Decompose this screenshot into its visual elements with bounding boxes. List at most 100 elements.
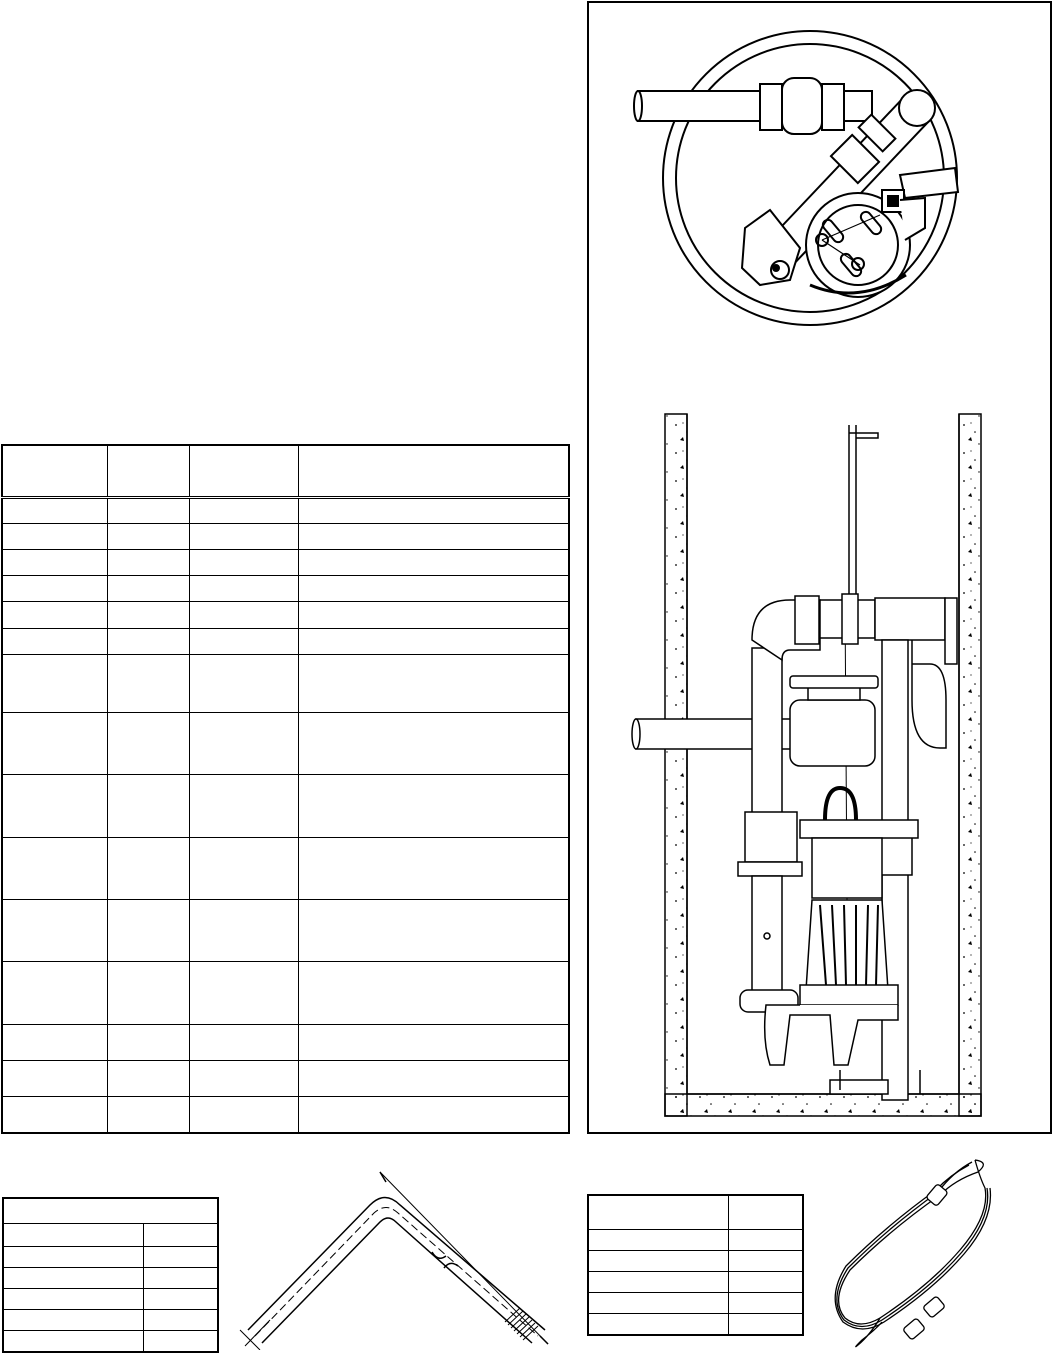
table-cell [2, 496, 108, 524]
table-cell [189, 653, 299, 713]
table-cell [189, 627, 299, 655]
parts-table [1, 444, 570, 1134]
table-row [3, 1330, 218, 1352]
column-header [107, 445, 190, 499]
column-header [588, 1195, 729, 1229]
table-row [588, 1312, 803, 1335]
table-cell [298, 836, 569, 900]
table-cell [588, 1228, 729, 1250]
table-cell [2, 522, 108, 550]
table-cell [189, 601, 299, 628]
table-cell [298, 549, 569, 576]
table-row [3, 1309, 218, 1331]
table-cell [189, 899, 299, 962]
table-cell [2, 653, 108, 713]
table-cell [107, 627, 190, 655]
table-row [2, 774, 569, 838]
table-cell [107, 522, 190, 550]
table-cell [107, 1096, 190, 1133]
table-cell [298, 627, 569, 655]
table-cell [728, 1249, 803, 1271]
table-cell [143, 1288, 218, 1310]
column-header [189, 445, 299, 499]
column-header [728, 1195, 803, 1229]
table-cell [298, 1059, 569, 1097]
table-cell [107, 1059, 190, 1097]
table-cell [2, 601, 108, 628]
table-cell [298, 711, 569, 775]
top-view-icon [633, 30, 960, 326]
table-cell [3, 1267, 144, 1289]
table-cell [2, 836, 108, 900]
table-cell [189, 549, 299, 576]
table-row [3, 1246, 218, 1268]
table-header-row [2, 445, 569, 499]
table-cell [298, 1023, 569, 1061]
table-row [2, 653, 569, 713]
table-cell [298, 575, 569, 602]
table-cell [2, 575, 108, 602]
cable-table [587, 1194, 804, 1336]
bent-pipe-icon [239, 1171, 549, 1350]
table-title [3, 1198, 218, 1224]
table-cell [189, 711, 299, 775]
table-cell [3, 1246, 144, 1268]
table-cell [2, 774, 108, 838]
table-cell [107, 496, 190, 524]
table-cell [298, 961, 569, 1025]
table-cell [588, 1291, 729, 1313]
table-row [2, 496, 569, 524]
table-row [2, 1096, 569, 1133]
table-cell [588, 1270, 729, 1292]
table-cell [189, 774, 299, 838]
section-view-icon [631, 413, 982, 1117]
column-header [143, 1223, 218, 1247]
table-cell [298, 774, 569, 838]
table-cell [143, 1246, 218, 1268]
table-row [2, 549, 569, 576]
pipe-table [2, 1197, 219, 1353]
table-cell [143, 1309, 218, 1331]
table-row [588, 1228, 803, 1250]
table-cell [728, 1270, 803, 1292]
table-cell [2, 1023, 108, 1061]
table-row [2, 627, 569, 655]
table-cell [107, 711, 190, 775]
table-cell [298, 653, 569, 713]
table-cell [298, 899, 569, 962]
table-cell [298, 522, 569, 550]
table-cell [2, 711, 108, 775]
table-cell [107, 653, 190, 713]
table-row [2, 836, 569, 900]
column-header [2, 445, 108, 499]
table-cell [2, 1059, 108, 1097]
table-cell [107, 836, 190, 900]
table-cell [298, 601, 569, 628]
column-header [3, 1223, 144, 1247]
table-cell [107, 575, 190, 602]
table-cell [728, 1312, 803, 1335]
table-cell [189, 961, 299, 1025]
table-cell [3, 1309, 144, 1331]
table-row [588, 1249, 803, 1271]
table-row [2, 1059, 569, 1097]
table-cell [2, 549, 108, 576]
table-row [2, 961, 569, 1025]
table-cell [2, 961, 108, 1025]
table-cell [189, 575, 299, 602]
table-cell [189, 1023, 299, 1061]
table-cell [298, 496, 569, 524]
table-cell [189, 496, 299, 524]
table-row [2, 601, 569, 628]
table-row [588, 1291, 803, 1313]
table-row [2, 1023, 569, 1061]
table-cell [728, 1291, 803, 1313]
illustration-frame [587, 1, 1052, 1134]
table-cell [3, 1330, 144, 1352]
table-cell [298, 1096, 569, 1133]
table-cell [2, 1096, 108, 1133]
table-cell [107, 961, 190, 1025]
table-cell [107, 549, 190, 576]
table-cell [189, 836, 299, 900]
table-cell [588, 1249, 729, 1271]
